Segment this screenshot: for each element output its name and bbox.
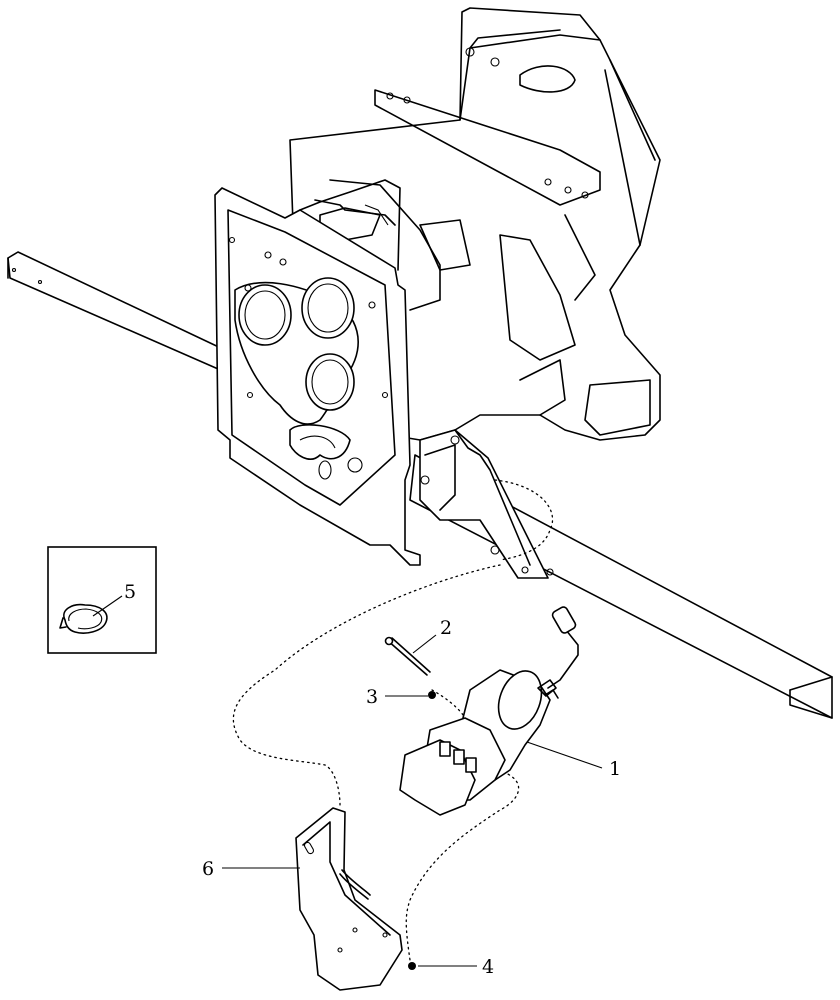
assembly-guide-lines [232, 479, 554, 961]
nut-part-3 [385, 691, 436, 699]
callout-4: 4 [482, 956, 494, 978]
nut-part-4 [408, 962, 477, 970]
callout-1: 1 [609, 758, 621, 780]
mounting-bracket [419, 429, 554, 579]
front-face-plate [214, 179, 421, 566]
switch-part-1 [399, 606, 603, 816]
bracket-plate-part-6 [222, 807, 403, 991]
o-ring-icon [59, 603, 108, 634]
inset-box-part-5 [47, 546, 157, 654]
callout-6: 6 [202, 858, 214, 880]
callout-3: 3 [366, 686, 378, 708]
callout-5: 5 [124, 581, 136, 603]
pin-part-2 [384, 634, 437, 676]
callout-2: 2 [440, 617, 452, 639]
